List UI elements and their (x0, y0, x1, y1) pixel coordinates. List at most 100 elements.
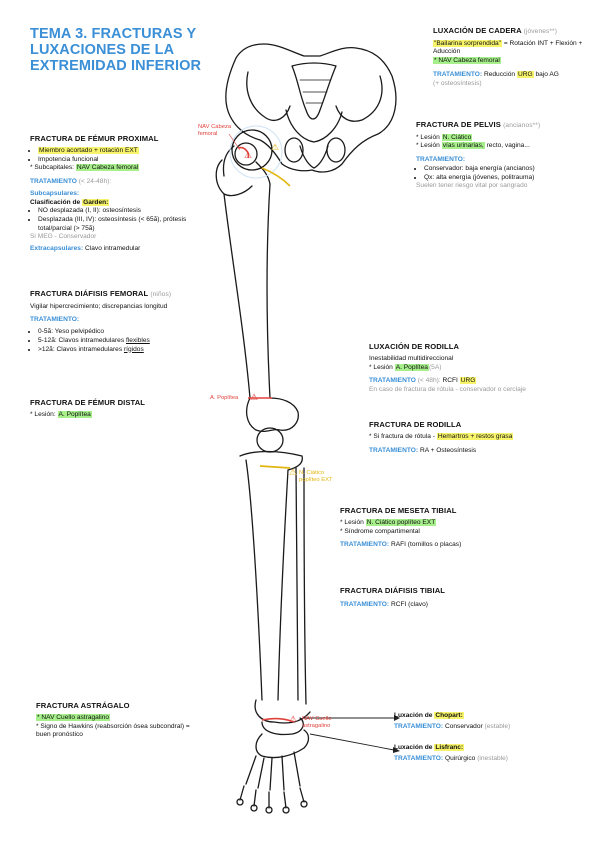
astragalo-line-1: * NAV Cuello astragalino (36, 714, 111, 722)
nav-line: * NAV Cabeza femoral (433, 57, 501, 65)
patella (256, 427, 284, 453)
pelvis-line-2: * Lesión vías urinarias, recto, vagina..… (416, 142, 530, 150)
warning-icon: ⚠ (271, 142, 280, 152)
diafisis-line: Vigilar hipercrecimiento; discrepancias … (30, 302, 168, 310)
section-lisfranc: Luxación de Lisfranc: TRATAMIENTO: Quirú… (394, 744, 594, 763)
femoral-head (234, 142, 258, 166)
obturator-foramen-right (326, 137, 346, 163)
femur-shaft (223, 183, 271, 399)
iliac-fossa-right (335, 75, 383, 122)
list-item: Desplazada (III, IV): osteosíntesis (< 6… (38, 216, 198, 233)
femoral-condyles (245, 397, 299, 433)
treatment-line: TRATAMIENTO: RA + Osteosíntesis (369, 446, 477, 454)
treatment-line: TRATAMIENTO: Quirúrgico (inestable) (394, 754, 508, 762)
rodilla-line-1: Inestabilidad multidireccional (369, 355, 454, 363)
warning-icon: ⚠ (244, 150, 253, 160)
red-marker-talus (261, 717, 295, 723)
section-diafisis-tibial: FRACTURA DIÁFISIS TIBIAL TRATAMIENTO: RC… (340, 586, 590, 610)
yellow-marker-nerve-knee (259, 465, 291, 469)
heading-astragalo: FRACTURA ASTRÁGALO (36, 701, 130, 710)
section-luxacion-cadera: LUXACIÓN DE CADERA (jóvenes**) "Bailarin… (433, 26, 591, 88)
lisfranc-heading: Luxación de Lisfranc: (394, 744, 465, 751)
tibia-shaft (245, 459, 289, 701)
garden-line: Clasificación de Garden: (30, 198, 110, 206)
treatment-line: TRATAMIENTO (< 48h): RCFI URG (369, 377, 477, 385)
rodilla-extra: En caso de fractura de rótula - conserva… (369, 386, 526, 394)
tarsals (255, 729, 310, 759)
arrow-lisfranc (393, 747, 400, 753)
treatment-note: (+ osteosíntesis) (433, 79, 482, 87)
section-meseta-tibial: FRACTURA DE MESETA TIBIAL * Lesión N. Ci… (340, 506, 590, 550)
list-item: NO desplazada (I, II): osteosíntesis (38, 207, 198, 216)
heading-luxacion-rodilla: LUXACIÓN DE RODILLA (369, 342, 460, 351)
phalanges (239, 785, 305, 809)
femoral-neck (222, 145, 271, 185)
rotula-line: * Si fractura de rótula - Hemartros + re… (369, 433, 514, 441)
heading-luxacion-cadera: LUXACIÓN DE CADERA (jóvenes**) (433, 26, 558, 35)
list-item: 0-5ã: Yeso pelvipédico (38, 328, 200, 337)
figure-label-n-ciatico: N. Ciático poplíteo EXT (299, 470, 333, 483)
heading-diafisis-femoral: FRACTURA DIÁFISIS FEMORAL (niños) (30, 289, 172, 298)
list-item: Conservador: baja energía (ancianos) (424, 165, 592, 174)
section-pelvis: FRACTURA DE PELVIS (ancianos**) * Lesión… (416, 120, 592, 191)
heading-fractura-rodilla: FRACTURA DE RODILLA (369, 420, 462, 429)
pelvis-line-1: * Lesión N. Ciático (416, 133, 473, 141)
subcapsulares-heading: Subcapsulares: (30, 189, 80, 197)
warning-icon: ⚠ (289, 714, 298, 724)
pelvis-outline (225, 43, 397, 173)
treatment-line: TRATAMIENTO: Conservador (estable) (394, 722, 511, 730)
figure-label-nav-cabeza: NAV Cabeza femoral (198, 124, 232, 137)
warning-icon: ⚠ (250, 392, 259, 402)
section-luxacion-rodilla: LUXACIÓN DE RODILLA Inestabilidad multid… (369, 342, 591, 395)
heading-femur-distal: FRACTURA DE FÉMUR DISTAL (30, 398, 146, 407)
treatment-label: TRATAMIENTO: (416, 156, 466, 164)
pelvic-inlet (285, 109, 343, 143)
astragalo-line-2: * Signo de Hawkins (reabsorción ósea sub… (36, 722, 190, 739)
treatment-label: TRATAMIENTO (< 24-48h): (30, 178, 112, 186)
arrow-chopart (394, 715, 400, 721)
iliac-fossa-left (246, 71, 291, 121)
treatment-line: TRATAMIENTO: Reducción URG bajo AG (433, 70, 559, 78)
chopart-heading: Luxación de Chopart: (394, 712, 464, 719)
bailarina-line: "Bailarina sorprendida" = Rotación INT +… (433, 39, 583, 56)
heading-meseta-tibial: FRACTURA DE MESETA TIBIAL (340, 506, 457, 515)
treatment-label: TRATAMIENTO: (30, 316, 80, 324)
yellow-marker-pelvis (261, 167, 291, 187)
section-diafisis-femoral: FRACTURA DIÁFISIS FEMORAL (niños) Vigila… (30, 289, 200, 354)
rodilla-line-2: * Lesión A. Poplítea(5A) (369, 363, 442, 371)
heading-diafisis-tibial: FRACTURA DIÁFISIS TIBIAL (340, 586, 446, 595)
metatarsals (245, 751, 301, 791)
section-fractura-rodilla: FRACTURA DE RODILLA * Si fractura de rót… (369, 420, 591, 455)
fibula-shaft (295, 467, 307, 705)
talus (261, 717, 304, 736)
section-chopart: Luxación de Chopart: TRATAMIENTO: Conser… (394, 712, 594, 731)
list-item: Miembro acortado + rotación EXT (38, 147, 198, 156)
obturator-foramen-left (284, 137, 304, 163)
warning-icon: ⚠ (289, 467, 298, 477)
treatment-line: TRATAMIENTO: RAFI (tornillos o placas) (340, 541, 462, 549)
list-item: 5-12ã: Clavos intramedulares flexibles (38, 337, 200, 346)
lesion-line: * Lesión: A. Poplítea (30, 411, 92, 419)
red-marker-hip (237, 146, 250, 159)
figure-label-nav-cuello: NAV Cuello astragalino (302, 716, 332, 729)
meseta-line-2: * Síndrome compartimental (340, 527, 420, 535)
meseta-line-1: * Lesión N. Ciático poplíteo EXT (340, 519, 437, 527)
section-femur-distal: FRACTURA DE FÉMUR DISTAL * Lesión: A. Po… (30, 398, 200, 420)
heading-femur-proximal: FRACTURA DE FÉMUR PROXIMAL (30, 134, 159, 143)
sacrum (291, 62, 337, 120)
list-item: >12ã: Clavos intramedulares rígidos (38, 346, 200, 355)
page-title: TEMA 3. FRACTURAS Y LUXACIONES DE LA EXT… (30, 26, 202, 75)
heading-pelvis: FRACTURA DE PELVIS (ancianos**) (416, 120, 541, 129)
pelvis-note: Suelen tener riesgo vital por sangrado (416, 182, 528, 190)
ankle (254, 699, 311, 724)
section-astragalo: FRACTURA ASTRÁGALO * NAV Cuello astragal… (36, 701, 206, 740)
list-item: Impotencia funcional (38, 156, 198, 165)
extracapsulares-line: Extracapsulares: Clavo intramedular (30, 245, 141, 253)
acetabulum (231, 129, 273, 171)
section-femur-proximal: FRACTURA DE FÉMUR PROXIMAL Miembro acort… (30, 134, 198, 254)
tibial-plateau (239, 450, 303, 471)
treatment-line: TRATAMIENTO: RCFI (clavo) (340, 601, 428, 609)
si-meg-line: Si MEG - Conservador (30, 233, 97, 241)
list-item: Qx: alta energía (jóvenes, politrauma) (424, 174, 592, 183)
